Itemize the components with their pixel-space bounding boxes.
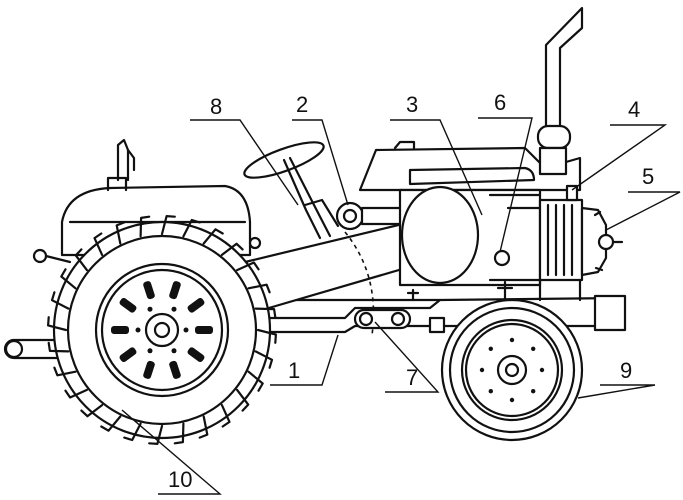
front-fan bbox=[580, 206, 624, 277]
hub-bolt bbox=[135, 327, 141, 333]
steering bbox=[243, 141, 340, 240]
hub-bolt bbox=[171, 306, 177, 312]
front-wheel-holes bbox=[479, 337, 545, 403]
rim-hole bbox=[488, 346, 493, 351]
label-9: 9 bbox=[620, 358, 632, 383]
rim-hole bbox=[479, 367, 485, 373]
chain-drive bbox=[353, 308, 412, 330]
rim-hole bbox=[531, 346, 536, 351]
label-8: 8 bbox=[210, 94, 222, 119]
hub-bolt bbox=[171, 348, 177, 354]
part-labels: 8 2 3 6 4 5 1 7 9 10 bbox=[168, 90, 654, 492]
rear-wheel-slots bbox=[111, 281, 213, 379]
control-levers bbox=[116, 138, 136, 182]
rim-slot bbox=[119, 347, 137, 363]
rim-slot bbox=[187, 347, 205, 363]
label-3: 3 bbox=[406, 92, 418, 117]
rim-hole bbox=[509, 337, 515, 343]
hub-bolt bbox=[147, 306, 153, 312]
rim-slot bbox=[143, 281, 155, 300]
label-10: 10 bbox=[168, 467, 192, 492]
label-5: 5 bbox=[642, 164, 654, 189]
label-4: 4 bbox=[628, 97, 640, 122]
clutch-pulley bbox=[335, 201, 404, 231]
label-6: 6 bbox=[494, 90, 506, 115]
rim-slot bbox=[187, 297, 205, 313]
hub-bolt bbox=[183, 327, 189, 333]
rim-slot bbox=[119, 297, 137, 313]
rim-hole bbox=[531, 389, 536, 394]
front-wheel bbox=[440, 298, 584, 442]
rim-slot bbox=[195, 326, 213, 334]
rear-wheel-bolts bbox=[135, 306, 189, 354]
flywheel-housing bbox=[398, 185, 542, 287]
rim-slot bbox=[169, 360, 181, 379]
rim-hole bbox=[509, 397, 515, 403]
rear-wheel bbox=[47, 215, 277, 445]
rim-hole bbox=[488, 389, 493, 394]
rim-hole bbox=[539, 367, 545, 373]
frame-rail bbox=[258, 294, 627, 334]
rim-slot bbox=[143, 360, 155, 379]
rim-slot bbox=[111, 326, 129, 334]
rim-slot bbox=[169, 281, 181, 300]
radiator bbox=[506, 184, 584, 282]
label-1: 1 bbox=[288, 358, 300, 383]
hub-bolt bbox=[147, 348, 153, 354]
exhaust-pipe bbox=[536, 6, 584, 176]
label-7: 7 bbox=[406, 365, 418, 390]
label-2: 2 bbox=[296, 92, 308, 117]
front-axle-support bbox=[406, 278, 582, 302]
leader-lines bbox=[121, 117, 681, 495]
